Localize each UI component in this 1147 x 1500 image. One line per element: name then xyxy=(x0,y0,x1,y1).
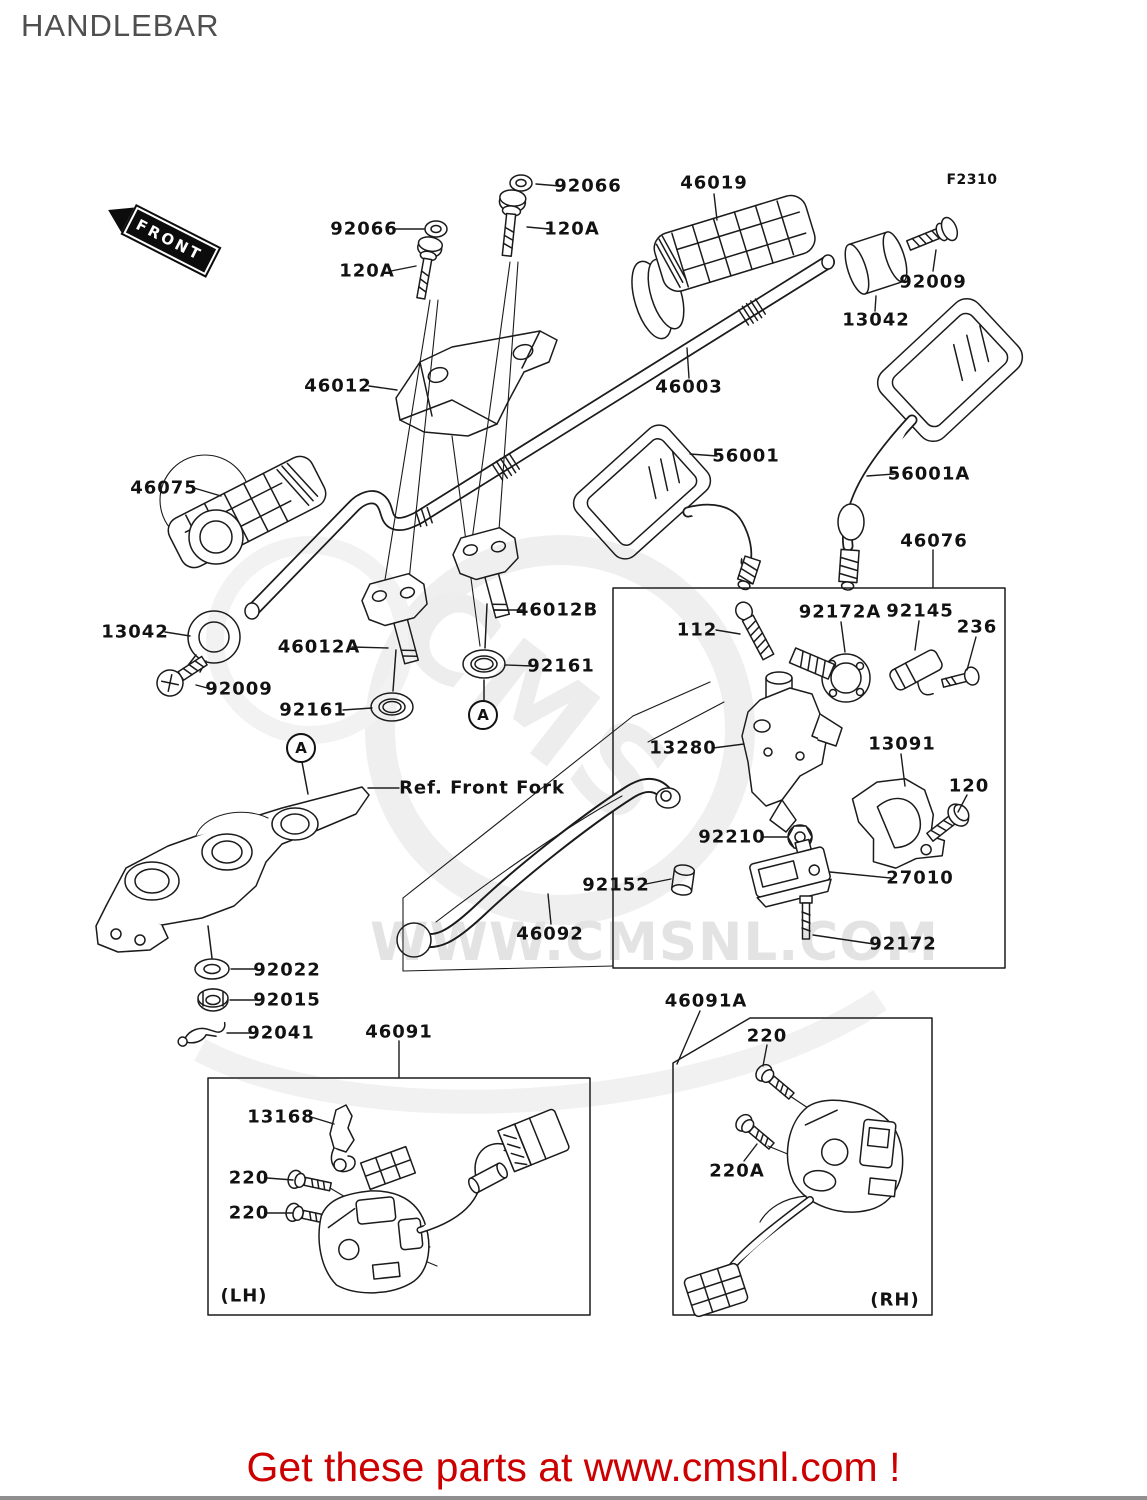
right-grip xyxy=(631,194,816,340)
pin-92041 xyxy=(177,1021,226,1047)
bolt-120a-left xyxy=(416,236,444,300)
washer-92066-top xyxy=(509,174,533,192)
washer-92022 xyxy=(194,958,230,980)
handle-holder-upper xyxy=(395,330,558,437)
screw-220a-rh xyxy=(735,1113,775,1150)
clamp-13091 xyxy=(851,777,946,869)
block-92145 xyxy=(889,649,943,696)
washer-92066-left xyxy=(424,220,448,238)
washer-92161-right xyxy=(462,649,506,679)
screw-92172 xyxy=(799,895,813,940)
bottom-edge-bar xyxy=(0,1496,1147,1500)
bolt-120a-right xyxy=(498,189,527,257)
screw-112 xyxy=(735,601,775,661)
left-bar-end-screw xyxy=(156,655,208,697)
clutch-holder-13280 xyxy=(741,671,843,833)
lh-switch-housing xyxy=(318,1108,570,1294)
nut-92015 xyxy=(197,988,229,1012)
triple-clamp xyxy=(95,786,370,953)
clutch-lever xyxy=(396,778,681,958)
screw-220-lh-1 xyxy=(287,1169,332,1192)
screw-236 xyxy=(940,666,980,688)
switch-27010 xyxy=(749,838,832,908)
riser-46012b xyxy=(452,526,519,619)
washer-92161-left xyxy=(370,692,414,722)
throttle-pivot-92172a xyxy=(788,647,871,703)
screw-120 xyxy=(926,803,970,842)
footer-promo-text: Get these parts at www.cmsnl.com ! xyxy=(246,1444,901,1490)
rh-switch-housing xyxy=(683,1099,904,1318)
page-title: HANDLEBAR xyxy=(21,8,220,43)
clip-13168 xyxy=(329,1104,356,1173)
riser-46012a xyxy=(361,572,428,665)
mirror-right xyxy=(837,297,1024,591)
right-bar-end-screw xyxy=(905,216,959,251)
right-bar-end-weight xyxy=(844,231,908,295)
mirror-left xyxy=(572,424,762,591)
bushing-92152 xyxy=(670,864,696,896)
